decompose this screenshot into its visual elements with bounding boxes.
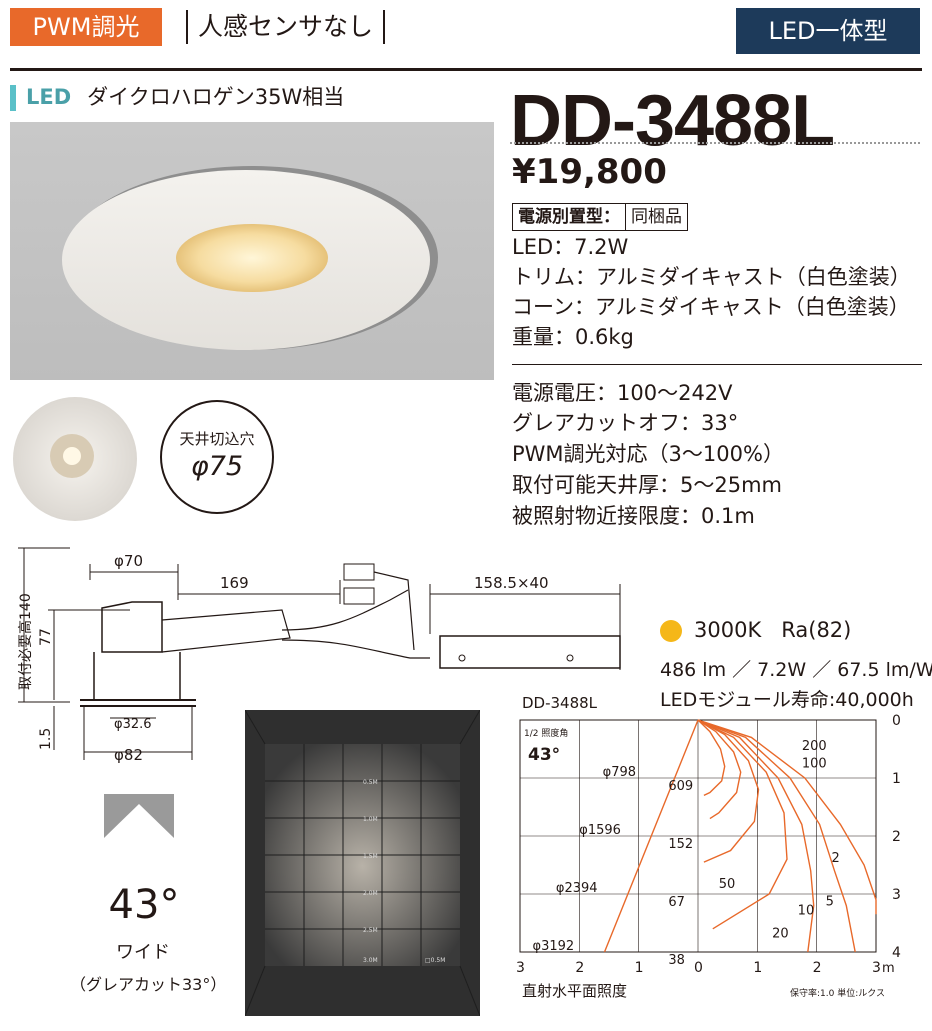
room-label: 0.5M: [363, 779, 378, 786]
dim-cable: 169: [220, 574, 249, 592]
room-simulation: 0.5M 1.0M 1.5M 2.0M 2.5M 3.0M □0.5M: [245, 710, 480, 1016]
y-tick-label: 2: [892, 829, 901, 845]
dotted-rule: [510, 142, 920, 144]
spec-line: トリム：アルミダイキャスト（白色塗装）: [512, 265, 911, 289]
ceiling-cutout: 天井切込穴 φ75: [160, 400, 274, 514]
power-supply-value: 同梱品: [625, 203, 688, 231]
product-photo: [10, 122, 494, 380]
x-tick-label: 1: [635, 960, 644, 976]
color-temp: 3000K Ra(82): [694, 618, 852, 642]
isolux-curve: [697, 719, 788, 930]
spec-line: PWM調光対応（3〜100%）: [512, 442, 784, 466]
isolux-curve: [697, 719, 877, 915]
room-label: 1.5M: [363, 853, 378, 860]
room-label: 1.0M: [363, 816, 378, 823]
spec-line: LED：7.2W: [512, 235, 629, 259]
beam-diameter-label: φ2394: [556, 881, 598, 896]
color-temp-dot: [660, 620, 682, 642]
room-label: □0.5M: [425, 957, 445, 964]
spec-divider: [512, 364, 922, 365]
trim-face-photo: [10, 394, 140, 524]
x-axis-label: 直射水平面照度: [522, 982, 627, 1000]
spec-line: 電源電圧：100〜242V: [512, 381, 733, 405]
header-rule: [10, 68, 922, 71]
beam-diameter-label: φ3192: [533, 939, 575, 954]
x-tick-label: 2: [813, 960, 822, 976]
chart-title: DD-3488L: [522, 694, 598, 712]
sensor-note: 人感センサなし: [186, 10, 386, 44]
isolux-curve: [697, 719, 742, 820]
efficacy: 486 lm ／ 7.2W ／ 67.5 lm/W: [660, 659, 932, 681]
spec-line: 重量：0.6kg: [512, 325, 634, 349]
led-label: LED: [26, 85, 72, 109]
room-label: 2.5M: [363, 927, 378, 934]
isolux-label: 200: [802, 739, 827, 754]
lamp-spec: LED ダイクロハロゲン35W相当: [10, 82, 344, 112]
beam-cone-line: [603, 719, 699, 953]
power-supply: 電源別置型：同梱品: [512, 203, 688, 231]
downlight-image: [62, 166, 438, 350]
dim-outer: φ82: [114, 746, 143, 764]
x-tick-label: 1: [753, 960, 762, 976]
beam-diameter-label: φ798: [603, 765, 636, 780]
accent-bar: [10, 85, 16, 111]
price: ¥19,800: [512, 152, 667, 192]
x-tick-label: 0: [694, 960, 703, 976]
spec-line: グレアカットオフ：33°: [512, 411, 739, 435]
half-angle-value: 43°: [528, 745, 560, 765]
isolux-label: 5: [826, 895, 834, 910]
cutout-label: 天井切込穴: [179, 430, 255, 448]
spec-line: コーン：アルミダイキャスト（白色塗装）: [512, 295, 910, 319]
x-tick-label: 2: [575, 960, 584, 976]
center-lux-label: 609: [668, 779, 693, 794]
isolux-curve: [697, 719, 856, 953]
y-tick-label: 4: [892, 945, 901, 961]
beam-diameter-label: φ1596: [579, 823, 621, 838]
ra-value: Ra(82): [781, 618, 852, 642]
model-number: DD-3488L: [510, 81, 835, 161]
dim-flange: 1.5: [38, 728, 54, 750]
center-lux-label: 38: [668, 953, 685, 968]
wide-beam-icon: [104, 794, 174, 864]
y-tick-label: 1: [892, 771, 901, 787]
x-tick-label: 3: [516, 960, 525, 976]
isolux-label: 50: [719, 877, 736, 892]
isolux-label: 2: [832, 851, 840, 866]
power-supply-key: 電源別置型：: [512, 203, 625, 231]
spec-line: 被照射物近接限度：0.1m: [512, 504, 755, 528]
type-tag: LED一体型: [736, 8, 920, 54]
room-label: 2.0M: [363, 890, 378, 897]
dimension-drawing: 取付必要高140 77 1.5 φ70 169 158.5×40 φ32.6 φ…: [17, 547, 621, 764]
half-angle-label: 1/2 照度角: [524, 727, 568, 739]
center-lux-label: 152: [668, 837, 693, 852]
isolux-curve: [697, 719, 726, 797]
isolux-label: 100: [802, 757, 827, 772]
center-lux-label: 67: [668, 895, 685, 910]
chart-note: 保守率:1.0 単位:ルクス: [790, 987, 885, 999]
y-tick-label: 0: [892, 713, 901, 729]
halogen-equivalent: ダイクロハロゲン35W相当: [87, 85, 345, 109]
beam-angle: 43°: [108, 882, 180, 928]
cutout-size: φ75: [190, 451, 244, 482]
isolux-curve: [697, 719, 815, 953]
dim-inner: φ32.6: [114, 717, 152, 732]
dimming-tag: PWM調光: [10, 8, 162, 46]
dim-psu: 158.5×40: [474, 574, 549, 592]
isolux-curve: [697, 719, 760, 863]
glare-cut: （グレアカット33°）: [70, 975, 227, 994]
isolux-label: 20: [772, 927, 789, 942]
y-tick-label: 3: [892, 887, 901, 903]
isolux-label: 10: [798, 903, 815, 918]
y-unit: m: [882, 961, 895, 976]
beam-type: ワイド: [116, 942, 170, 963]
dim-height: 77: [38, 628, 54, 646]
spec-line: 取付可能天井厚：5〜25mm: [512, 473, 782, 497]
dim-depth: 取付必要高140: [17, 593, 34, 690]
x-tick-label: 3: [872, 960, 881, 976]
room-label: 3.0M: [363, 957, 378, 964]
module-life: LEDモジュール寿命:40,000h: [660, 689, 914, 711]
dim-trim: φ70: [114, 552, 143, 570]
